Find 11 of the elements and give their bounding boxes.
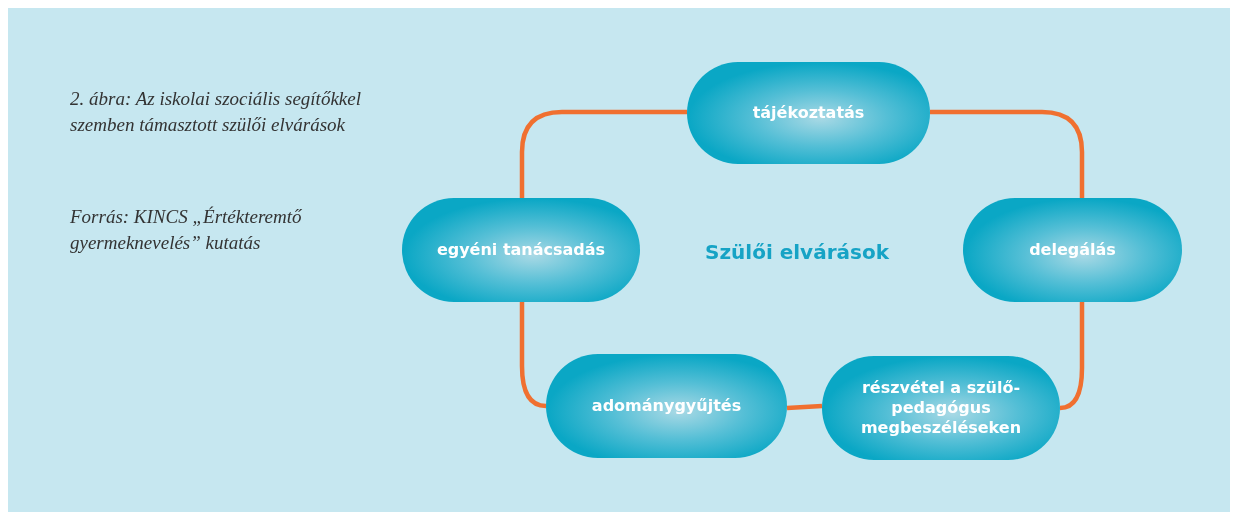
center-title: Szülői elvárások xyxy=(705,240,889,264)
node-label: tájékoztatás xyxy=(751,103,866,123)
node-label: delegálás xyxy=(1028,240,1117,260)
node-label: egyéni tanácsadás xyxy=(435,240,607,260)
node-label: részvétel a szülő-pedagógus megbeszéléseken xyxy=(859,378,1023,438)
figure-caption: 2. ábra: Az iskolai szociális segítőkkel szemben támasztott szülői elvárások xyxy=(70,87,362,137)
node-label: adománygyűjtés xyxy=(590,396,743,416)
source-note: Forrás: KINCS „Értékteremtő gyermeknevelés” kutatás xyxy=(70,205,303,255)
connector-line xyxy=(930,109,1085,198)
connector-line xyxy=(519,109,687,198)
connector-line xyxy=(786,403,823,411)
